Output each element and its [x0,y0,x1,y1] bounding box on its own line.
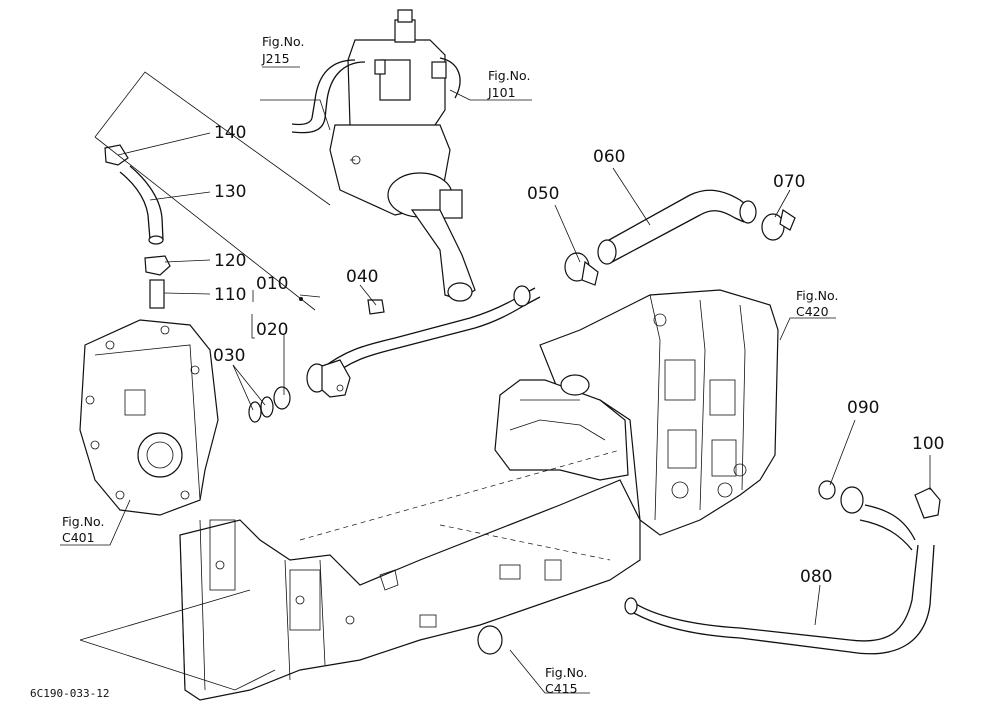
part-label-020: 020 [256,320,288,340]
part-label-090: 090 [847,398,879,418]
front-housing-drawing [79,319,219,516]
fig-ref-c401-code: C401 [62,530,95,545]
part-label-040: 040 [346,267,378,287]
hose-080-drawing [624,480,941,655]
fig-ref-j215-title: Fig.No. [262,34,304,49]
part-label-110: 110 [214,285,246,305]
fig-ref-j101-title: Fig.No. [488,68,530,83]
fig-ref-c401-title: Fig.No. [62,514,104,529]
fig-ref-c415-code: C415 [545,681,578,696]
steering-valve-drawing [291,9,476,302]
part-label-130: 130 [214,182,246,202]
hose-130-drawing [104,144,171,309]
part-label-140: 140 [214,123,246,143]
part-label-080: 080 [800,567,832,587]
fig-ref-c420-title: Fig.No. [796,288,838,303]
leader-lines [60,71,931,694]
part-label-010: 010 [256,274,288,294]
fig-ref-j101-code: J101 [487,85,516,100]
part-label-100: 100 [912,434,944,454]
hose-060-drawing [564,189,796,286]
part-label-030: 030 [213,346,245,366]
part-label-070: 070 [773,172,805,192]
transmission-case-drawing [494,289,779,536]
fig-ref-c420-code: C420 [796,304,829,319]
part-label-050: 050 [527,184,559,204]
frame-drawing [179,449,641,701]
part-label-120: 120 [214,251,246,271]
fig-ref-j215-code: J215 [261,51,290,66]
pipe-040-drawing [248,285,541,423]
drawing-code: 6C190-033-12 [30,687,109,700]
part-label-060: 060 [593,147,625,167]
fig-ref-c415-title: Fig.No. [545,665,587,680]
